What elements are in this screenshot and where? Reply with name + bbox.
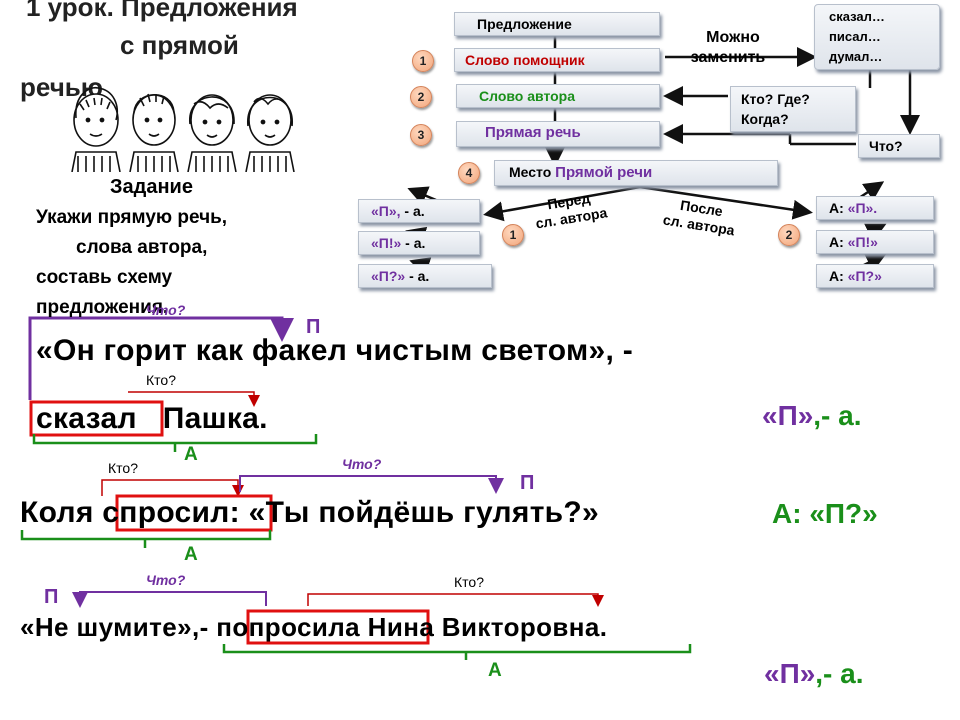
scheme-right-1: А: «П».	[816, 196, 934, 220]
box-direct-speech-label: Прямая речь	[485, 124, 581, 141]
s3-scheme-author: ,- а.	[815, 658, 864, 689]
scheme-left-3-author: - а.	[405, 268, 430, 284]
task-text: Укажи прямую речь, слова автора, составь…	[36, 203, 227, 323]
step-number-4: 4	[458, 162, 480, 184]
s3-who-label: Кто?	[454, 574, 484, 590]
s2-sentence: Коля спросил: «Ты пойдёшь гулять?»	[20, 496, 599, 530]
s3-pre: «Не шумите»,-	[20, 612, 217, 642]
s3-scheme: «П»,- а.	[764, 658, 864, 690]
s3-a-label: А	[488, 660, 502, 681]
box-direct-speech: Прямая речь	[456, 121, 660, 147]
scheme-right-3-author: А:	[829, 268, 848, 284]
scheme-right-3: А: «П?»	[816, 264, 934, 288]
box-who-where-when: Кто? Где? Когда?	[730, 86, 856, 132]
scheme-right-3-quote: «П?»	[847, 268, 882, 284]
s1-scheme: «П»,- а.	[762, 400, 862, 432]
scheme-left-3-quote: «П?»	[371, 268, 406, 284]
before-number: 1	[502, 224, 524, 246]
box-what: Что?	[858, 134, 940, 158]
box-sentence: Предложение	[454, 12, 660, 36]
s2-scheme: А: «П?»	[772, 498, 878, 529]
s3-post: Нина Викторовна.	[360, 612, 608, 642]
s1-who-label: Кто?	[146, 372, 176, 388]
scheme-right-2: А: «П!»	[816, 230, 934, 254]
verb-1: сказал…	[829, 9, 885, 24]
children-illustration	[71, 86, 295, 172]
who-where-line: Кто? Где?	[741, 91, 810, 107]
scheme-left-1-quote: «П»,	[371, 203, 401, 219]
task-line-3: составь схему	[36, 267, 173, 288]
step-number-2: 2	[410, 86, 432, 108]
s1-scheme-author: ,- а.	[813, 400, 862, 431]
scheme-left-2-author: - а.	[401, 235, 426, 251]
task-line-4: предложения.	[36, 297, 169, 318]
s1-author-words: сказал Пашка.	[36, 402, 268, 436]
s1-direct-speech: «Он горит как факел чистым светом», -	[36, 334, 634, 367]
s3-what-label: Что?	[146, 572, 186, 588]
lesson-title-line1: 1 урок. Предложения	[26, 0, 298, 22]
s3-sentence: «Не шумите»,- попросила Нина Викторовна.	[20, 612, 607, 643]
s2-what-label: Что?	[342, 456, 382, 472]
s2-who-label: Кто?	[108, 460, 138, 476]
lesson-title-line2: с прямой	[120, 30, 239, 60]
scheme-left-1: «П», - а.	[358, 199, 480, 223]
s1-name: Пашка.	[162, 402, 268, 435]
after-number: 2	[778, 224, 800, 246]
step-number-3: 3	[410, 124, 432, 146]
box-author-words: Слово автора	[456, 84, 660, 108]
s3-scheme-quote: «П»	[764, 658, 816, 689]
scheme-right-1-quote: «П».	[847, 200, 878, 216]
box-verbs: сказал… писал… думал…	[814, 4, 940, 70]
task-line-2: слова автора,	[76, 237, 208, 258]
box-helper-word: Слово помощник	[454, 48, 660, 72]
scheme-right-1-author: А:	[829, 200, 848, 216]
s1-p-label: П	[306, 316, 321, 338]
task-line-1: Укажи прямую речь,	[36, 207, 228, 228]
verb-2: писал…	[829, 29, 881, 44]
s1-scheme-quote: «П»	[762, 400, 814, 431]
s1-what-label: Что?	[146, 302, 186, 318]
scheme-left-2-quote: «П!»	[371, 235, 402, 251]
can-replace-label: Можно заменить	[680, 28, 776, 68]
scheme-left-3: «П?» - а.	[358, 264, 492, 288]
s1-a-label: А	[184, 444, 198, 465]
s2-pre: Коля	[20, 496, 103, 529]
scheme-right-2-quote: «П!»	[847, 234, 878, 250]
box-place-prefix: Место	[509, 164, 552, 180]
s2-boxed: спросил	[102, 496, 230, 529]
s3-boxed: попросила	[216, 612, 361, 642]
scheme-left-2: «П!» - а.	[358, 231, 480, 255]
box-place-red: Прямой речи	[555, 164, 653, 181]
s2-post: : «Ты пойдёшь гулять?»	[229, 496, 600, 529]
box-place-of-direct-speech: Место Прямой речи	[494, 160, 778, 186]
can-replace-line1: Можно	[706, 29, 760, 46]
s2-p-label: П	[520, 472, 535, 494]
scheme-left-1-author: - а.	[400, 203, 425, 219]
when-line: Когда?	[741, 111, 789, 127]
scheme-right-2-author: А:	[829, 234, 848, 250]
step-number-1: 1	[412, 50, 434, 72]
task-heading: Задание	[110, 176, 193, 198]
verb-3: думал…	[829, 49, 883, 64]
s1-said: сказал	[36, 402, 137, 435]
s2-a-label: А	[184, 544, 198, 565]
s3-p-label: П	[44, 586, 59, 608]
can-replace-line2: заменить	[690, 49, 766, 66]
